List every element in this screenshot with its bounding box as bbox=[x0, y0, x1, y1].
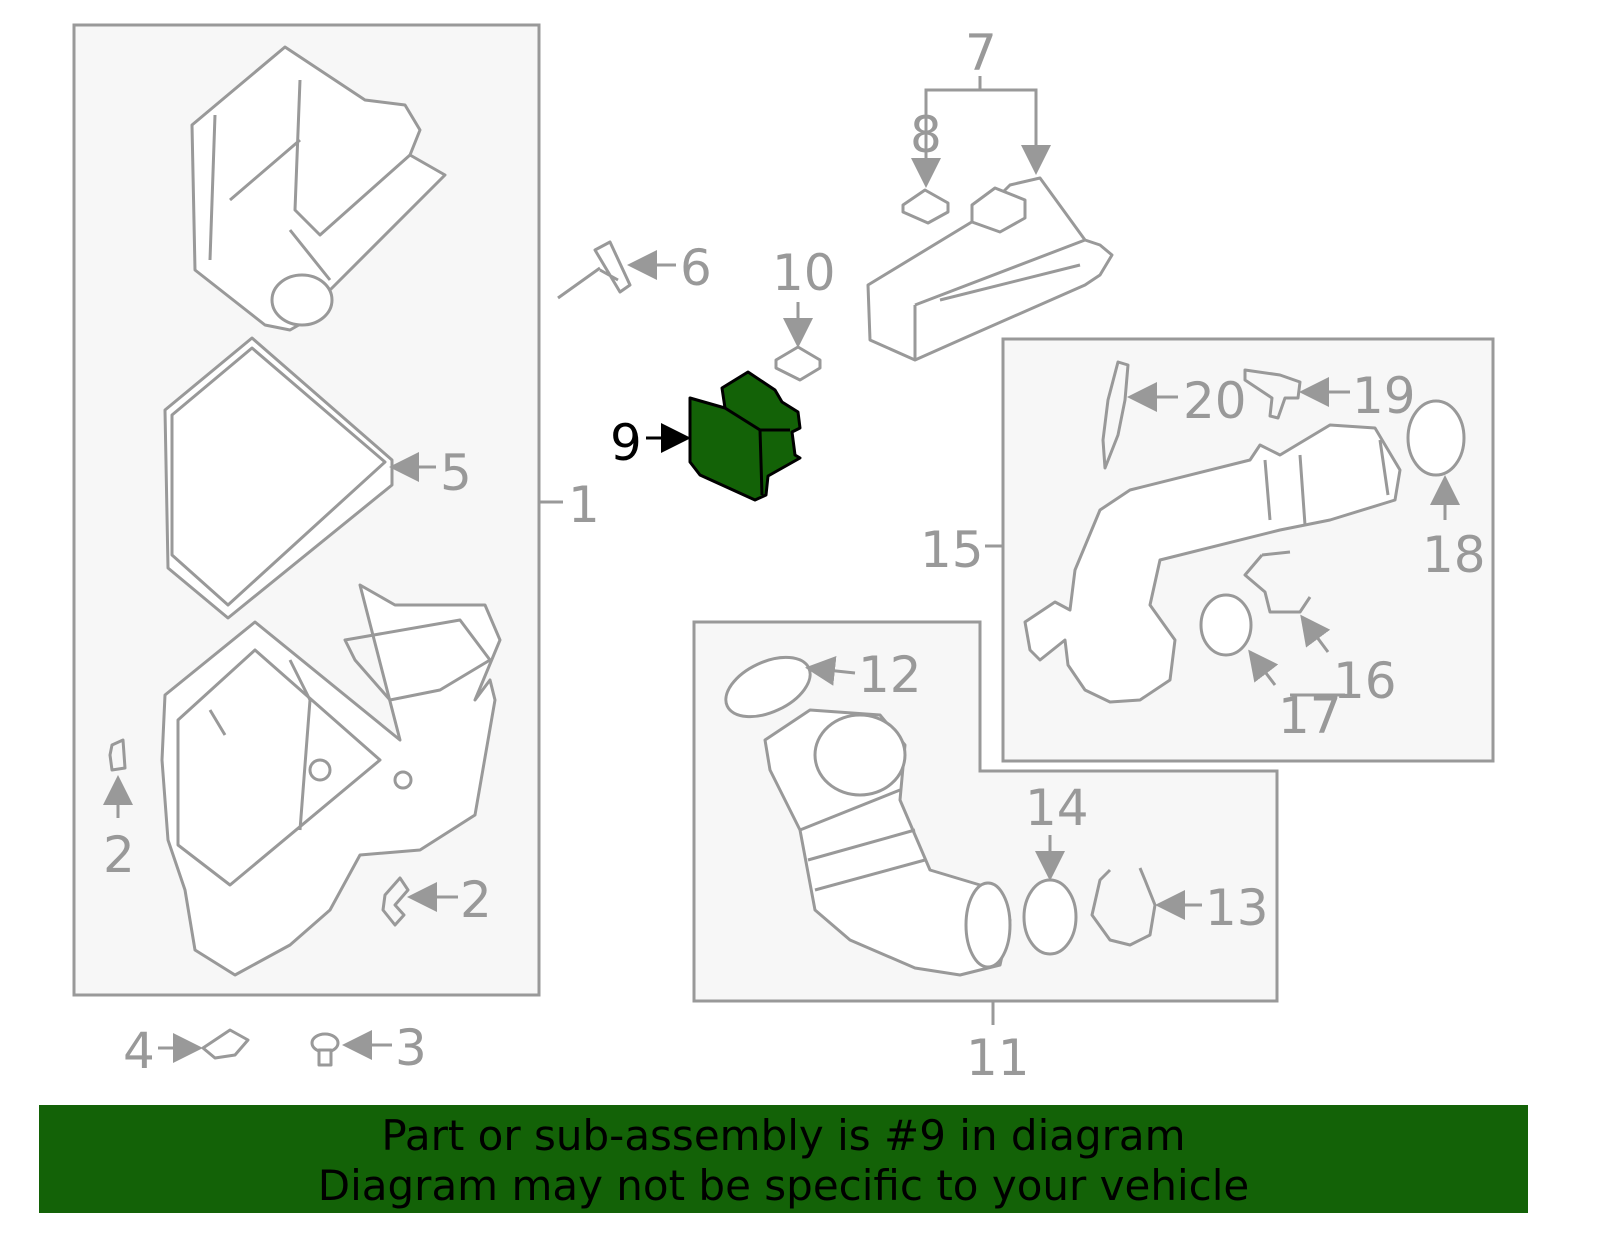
leader-lines bbox=[103, 76, 1460, 1063]
callout-16: 16 bbox=[1333, 652, 1397, 710]
intake-duct-part-11 bbox=[763, 708, 1012, 977]
callout-6: 6 bbox=[680, 239, 712, 297]
air-box-lower bbox=[160, 583, 502, 977]
resonator-part-7 bbox=[866, 176, 1114, 362]
pad-part-8 bbox=[901, 188, 950, 225]
callout-9[interactable]: 9 bbox=[610, 414, 642, 472]
callout-3: 3 bbox=[395, 1019, 427, 1077]
callout-11: 11 bbox=[966, 1029, 1030, 1087]
seal-part-17 bbox=[1199, 593, 1253, 657]
banner-line-2: Diagram may not be specific to your vehi… bbox=[317, 1161, 1250, 1210]
info-banner: Part or sub-assembly is #9 in diagram Di… bbox=[39, 1105, 1528, 1213]
callout-4: 4 bbox=[123, 1022, 155, 1080]
clip-part-16 bbox=[1243, 550, 1312, 614]
callout-19: 19 bbox=[1352, 367, 1416, 425]
sensor-part-6 bbox=[557, 240, 632, 300]
callout-1: 1 bbox=[568, 476, 600, 534]
callout-20: 20 bbox=[1183, 372, 1247, 430]
part-4 bbox=[201, 1028, 250, 1060]
callout-2a: 2 bbox=[103, 826, 135, 884]
air-box-cover bbox=[190, 45, 447, 332]
callout-17: 17 bbox=[1278, 687, 1342, 745]
callout-13: 13 bbox=[1205, 879, 1269, 937]
callout-10: 10 bbox=[772, 244, 836, 302]
clamp-part-13 bbox=[1090, 867, 1157, 947]
callout-14: 14 bbox=[1025, 779, 1089, 837]
clip-part-2b bbox=[381, 876, 410, 927]
sensor-part-19 bbox=[1243, 368, 1302, 420]
clip-part-2a bbox=[108, 738, 127, 772]
banner-line-1: Part or sub-assembly is #9 in diagram bbox=[381, 1111, 1186, 1160]
grommet-part-3 bbox=[310, 1032, 340, 1067]
callout-15: 15 bbox=[920, 521, 984, 579]
air-filter bbox=[163, 336, 394, 620]
seal-part-18 bbox=[1406, 399, 1466, 477]
highlighted-part-9[interactable] bbox=[688, 370, 802, 502]
callout-8: 8 bbox=[910, 106, 942, 164]
hose-part-15 bbox=[1023, 423, 1402, 704]
seal-part-14 bbox=[1022, 878, 1078, 956]
callout-5: 5 bbox=[440, 444, 472, 502]
pad-part-10 bbox=[774, 345, 822, 382]
callout-2b: 2 bbox=[460, 871, 492, 929]
group-box-15 bbox=[1001, 337, 1495, 763]
callout-7: 7 bbox=[965, 24, 997, 82]
callout-18: 18 bbox=[1422, 526, 1486, 584]
callout-12: 12 bbox=[858, 646, 922, 704]
sensor-part-20 bbox=[1101, 360, 1130, 470]
